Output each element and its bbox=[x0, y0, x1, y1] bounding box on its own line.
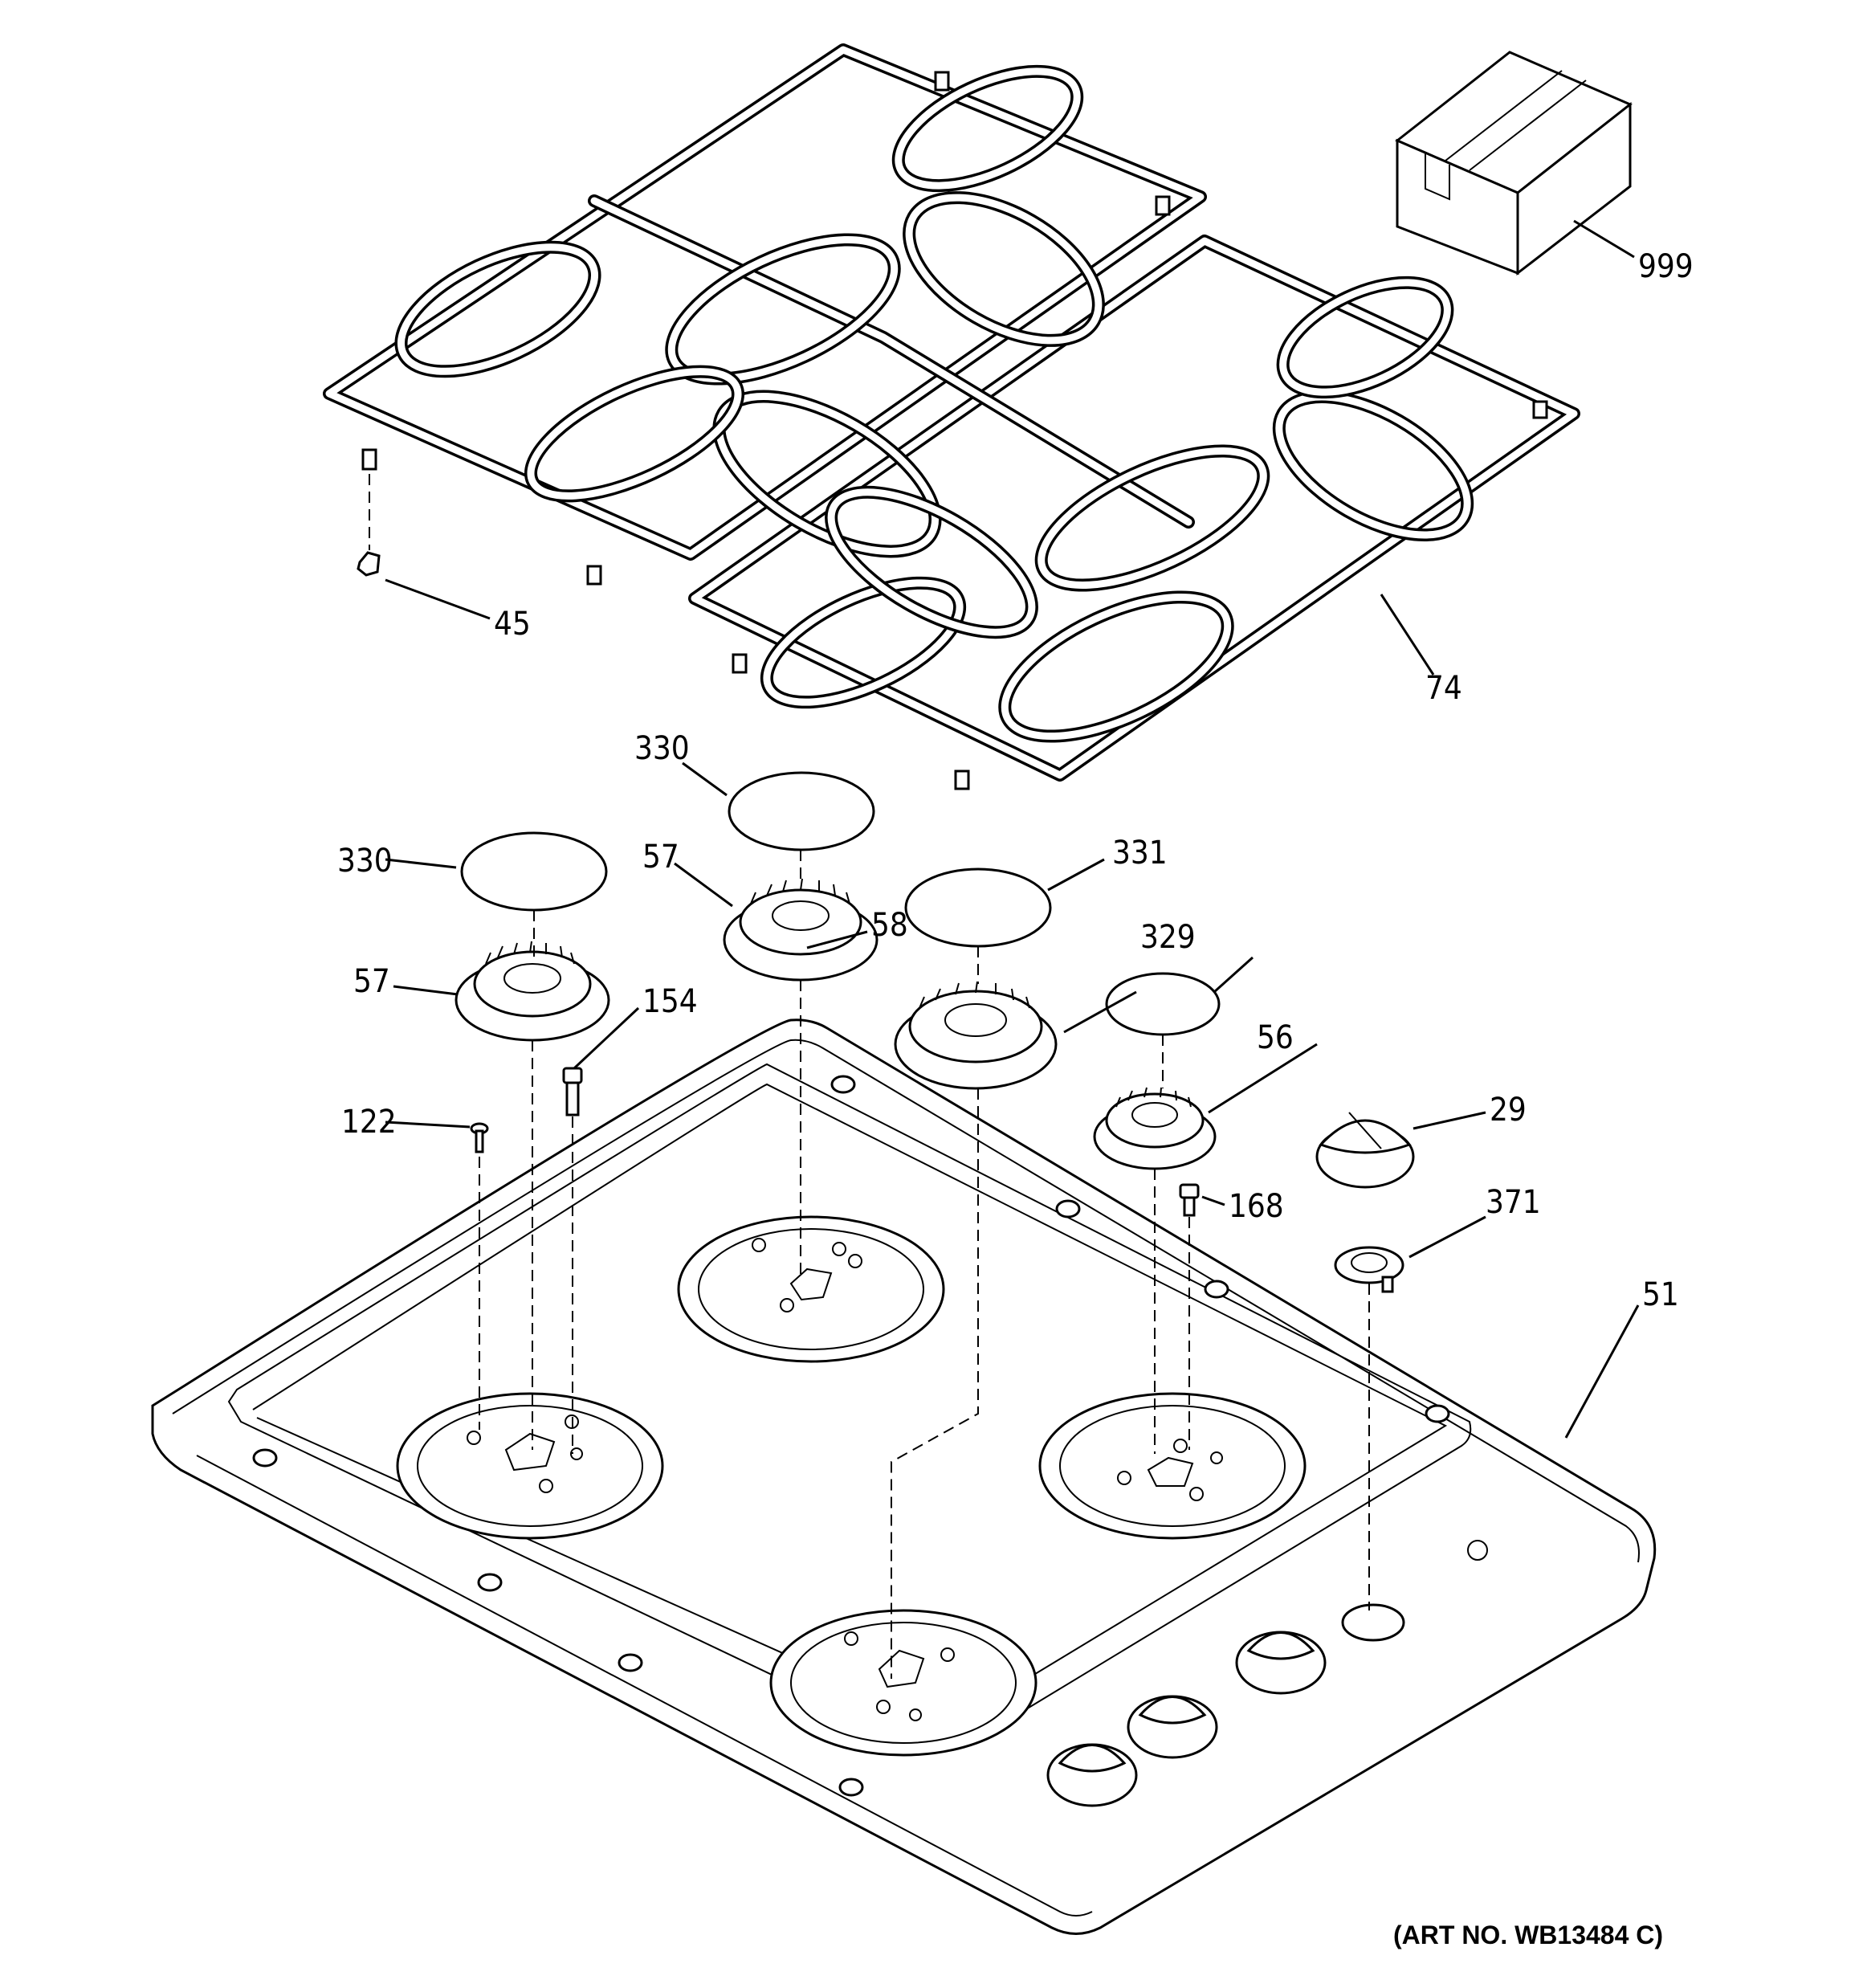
label-331: 331 bbox=[1112, 835, 1168, 872]
label-999: 999 bbox=[1638, 248, 1694, 285]
label-154: 154 bbox=[642, 983, 698, 1020]
label-122: 122 bbox=[341, 1104, 397, 1141]
spark-electrode bbox=[562, 1067, 583, 1116]
burner-heads bbox=[455, 888, 1217, 1170]
art-number: (ART NO. WB13484 C) bbox=[1393, 1921, 1663, 1949]
leader-lines bbox=[385, 219, 1640, 1439]
label-58: 58 bbox=[871, 907, 908, 944]
label-74: 74 bbox=[1425, 670, 1462, 707]
label-51: 51 bbox=[1642, 1276, 1679, 1313]
label-57-center: 57 bbox=[642, 839, 679, 876]
label-57-left: 57 bbox=[353, 963, 390, 1000]
label-56: 56 bbox=[1257, 1019, 1294, 1056]
burner-grates bbox=[323, 43, 1580, 790]
label-330-center: 330 bbox=[634, 730, 690, 767]
knob-bezel bbox=[1334, 1246, 1404, 1293]
label-29: 29 bbox=[1490, 1092, 1527, 1129]
grate-foot bbox=[357, 551, 381, 577]
orifice bbox=[1179, 1183, 1200, 1217]
part-labels: 999 45 74 330 330 57 331 58 329 57 154 5… bbox=[337, 248, 1694, 1949]
label-329: 329 bbox=[1140, 919, 1196, 956]
screw bbox=[470, 1122, 489, 1153]
cooktop-main-top bbox=[151, 1018, 1657, 1935]
label-168: 168 bbox=[1229, 1188, 1284, 1225]
label-371: 371 bbox=[1486, 1184, 1541, 1221]
label-45: 45 bbox=[494, 606, 531, 643]
burner-port-details bbox=[485, 878, 1192, 1108]
assembly-lines bbox=[479, 850, 1370, 1679]
control-knob bbox=[1315, 1112, 1415, 1189]
burner-caps bbox=[460, 771, 1221, 1036]
parts-box bbox=[1395, 51, 1633, 276]
label-330-left: 330 bbox=[337, 843, 393, 880]
